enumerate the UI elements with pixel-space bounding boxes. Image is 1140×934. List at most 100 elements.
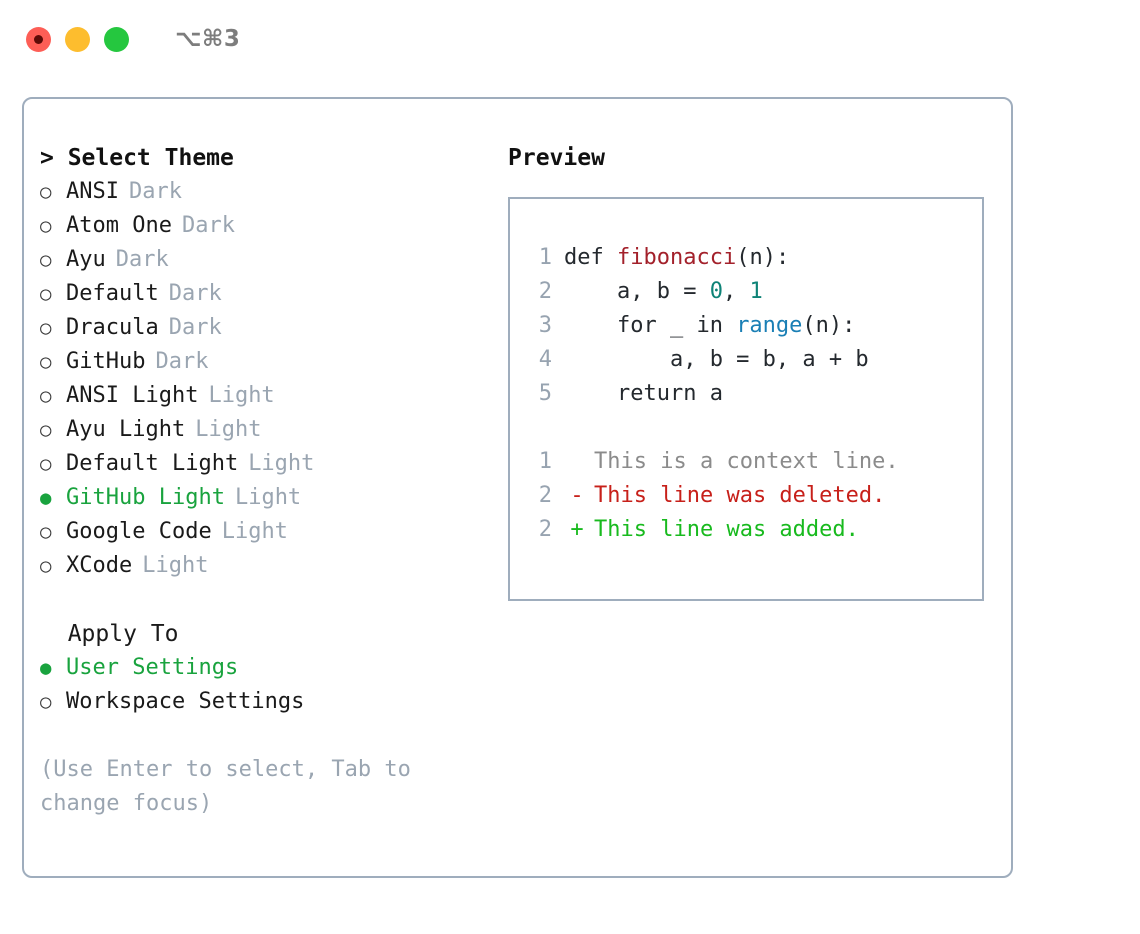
diff-line: 2 + This line was added. [526,513,982,547]
code-line-number: 4 [538,347,552,372]
code-line-content: def fibonacci(n): [564,241,789,275]
spacer-2 [40,719,494,753]
theme-variant-tag: Light [234,485,302,510]
code-line: 3 for _ in range(n): [526,309,982,343]
radio-unselected-icon: ○ [40,283,52,305]
diff-line-text: This line was added. [594,517,859,542]
preview-heading: Preview [508,145,605,171]
apply-to-list[interactable]: ●User Settings○Workspace Settings [40,651,494,719]
apply-to-option-label: Workspace Settings [66,689,305,714]
radio-unselected-icon: ○ [40,249,52,271]
radio-selected-icon: ● [40,487,52,509]
radio-unselected-icon: ○ [40,181,52,203]
theme-option-ansi[interactable]: ○ ANSI Dark [40,175,494,209]
keyboard-hint-text: (Use Enter to select, Tab to change focu… [40,757,411,816]
code-token: (n): [802,313,856,338]
close-button[interactable] [26,26,51,52]
code-token: for _ in [564,313,737,338]
theme-option-label: GitHub [66,349,146,374]
theme-variant-tag: Dark [168,281,222,306]
keyboard-shortcut-label: ⌥⌘3 [175,26,241,52]
apply-to-option-label: User Settings [66,655,239,680]
code-token: (n): [736,245,790,270]
code-diff-spacer [526,411,982,445]
theme-option-label: Ayu [66,247,106,272]
code-line-content: return a [564,377,723,411]
code-line-content: a, b = b, a + b [564,343,869,377]
radio-unselected-icon: ○ [40,453,52,475]
theme-option-label: XCode [66,553,133,578]
theme-variant-tag: Light [208,383,275,408]
diff-line-text: This line was deleted. [594,483,886,508]
maximize-button[interactable] [104,26,129,52]
diff-line: 1 This is a context line. [526,445,982,479]
traffic-lights [26,26,129,52]
theme-variant-tag: Dark [181,213,235,238]
code-line: 2 a, b = 0, 1 [526,275,982,309]
code-token: , [722,279,750,304]
code-token: range [736,313,803,338]
select-theme-heading: > Select Theme [40,145,234,171]
theme-variant-tag: Light [142,553,209,578]
theme-variant-tag: Dark [128,179,182,204]
theme-variant-tag: Light [248,451,315,476]
code-token: 1 [749,279,763,304]
minimize-button[interactable] [65,26,90,52]
spacer [40,583,494,617]
radio-unselected-icon: ○ [40,385,52,407]
radio-unselected-icon: ○ [40,317,52,339]
diff-marker: + [570,517,584,542]
code-line-number: 5 [538,381,552,406]
radio-unselected-icon: ○ [40,351,52,373]
theme-option-label: Default [66,281,159,306]
diff-line-number: 2 [538,483,552,508]
theme-option-github[interactable]: ○ GitHub Dark [40,345,494,379]
apply-to-option-workspace-settings[interactable]: ○Workspace Settings [40,685,494,719]
code-line: 5 return a [526,377,982,411]
apply-to-heading: Apply To [40,621,179,647]
theme-option-label: ANSI Light [66,383,199,408]
diff-line-number: 2 [538,517,552,542]
code-line-number: 3 [538,313,552,338]
diff-line-text: This is a context line. [594,449,899,474]
theme-option-label: Ayu Light [66,417,186,442]
theme-option-ansi-light[interactable]: ○ ANSI Light Light [40,379,494,413]
theme-option-default[interactable]: ○ Default Dark [40,277,494,311]
radio-unselected-icon: ○ [40,555,52,577]
diff-sample: 1 This is a context line.2-This line was… [526,445,982,547]
theme-variant-tag: Light [221,519,288,544]
theme-variant-tag: Dark [155,349,209,374]
code-token: 0 [709,279,723,304]
code-token: return a [564,381,723,406]
code-token: a, b = b, a + b [564,347,869,372]
code-token: fibonacci [616,245,737,270]
radio-unselected-icon: ○ [40,419,52,441]
theme-option-label: GitHub Light [66,485,225,510]
radio-unselected-icon: ○ [40,215,52,237]
theme-option-label: ANSI [66,179,119,204]
theme-option-xcode[interactable]: ○ XCode Light [40,549,494,583]
diff-line: 2-This line was deleted. [526,479,982,513]
apply-to-option-user-settings[interactable]: ●User Settings [40,651,494,685]
theme-option-label: Dracula [66,315,159,340]
theme-option-github-light[interactable]: ● GitHub Light Light [40,481,494,515]
code-line-number: 2 [538,279,552,304]
diff-line-number: 1 [538,449,552,474]
code-token: def [564,245,617,270]
diff-marker [564,445,590,479]
theme-option-label: Google Code [66,519,212,544]
code-token: a, b = [564,279,710,304]
